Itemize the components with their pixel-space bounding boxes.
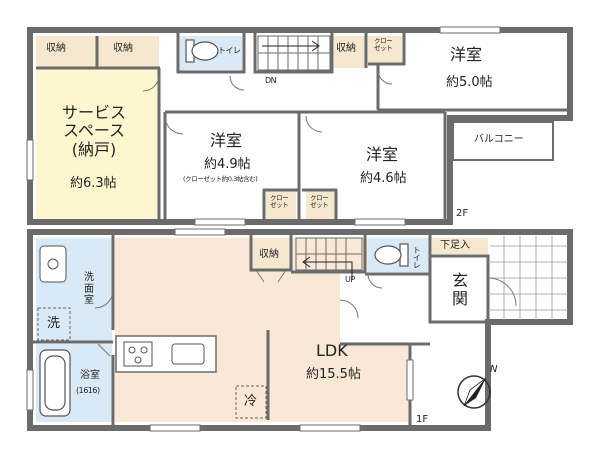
wall-2f-outer [27,27,573,225]
window-2f-c [194,218,246,226]
storage-1f-fill [253,238,289,270]
floor-1 [26,228,573,432]
bathtub-icon [39,349,71,417]
entrance-fill [432,256,488,322]
ldk-name: LDK [316,341,348,360]
wall-2f-stair [253,33,334,74]
window-1f-e [149,424,201,432]
door-ldk [339,299,359,319]
door-bath [97,343,111,357]
door-room-c [164,115,184,135]
sink-icon [171,343,205,365]
service-space-label: サービス スペース (納戸) [62,103,127,159]
door-entrance [487,277,517,307]
closet-a-fill [266,190,296,220]
room-center-name: 洋室 [210,131,243,150]
room-ne-name: 洋室 [450,45,483,64]
door-room-e [305,115,323,133]
window-1f-c [299,424,361,432]
hall-2f-fill [170,72,380,112]
stair-2f-dir: DN [265,76,277,85]
service-space-size: 約6.3帖 [70,176,117,191]
door-storage-1f [255,269,287,283]
porch-tiles [490,236,568,320]
compass [457,375,491,409]
wall-1f-storage [249,235,293,272]
ldk-size: 約15.5帖 [306,367,361,382]
service-space-fill [36,68,159,220]
storage-left-2-label: 収納 [113,43,133,54]
fridge-label: 冷 [244,394,258,409]
stair-2f-arrow [262,40,320,52]
storage-mid-fill [334,36,366,68]
wall-2f-closet-b [302,188,338,220]
wall-2f-toilet [176,33,246,74]
stair-1f-arrow [302,256,353,280]
bathroom-size: (1616) [76,386,100,395]
window-1f-b [26,369,34,411]
storage-mid-label: 収納 [336,43,356,54]
toilet-fixture-2f [185,39,219,63]
window-2f-a [439,26,501,34]
wall-2f-closet-top [368,33,406,66]
entrance-label: 玄関 [452,271,469,309]
compass-north-label: N [490,364,498,375]
wall-1f-stair [291,235,367,274]
floor-2-label: 2F [456,208,469,219]
door-service [142,74,160,92]
door-ne [377,69,393,85]
toilet-2f-label: トイレ [218,46,241,55]
stair-1f-dir: UP [345,275,355,284]
room-east-name: 洋室 [366,145,399,164]
room-center-note: (クローゼット約0.3帖含む) [183,175,258,183]
washer-label: 洗 [47,316,61,331]
wall-2f-closet-a [262,188,298,220]
washbasin-icon [39,245,67,283]
washroom-label: 洗面室 [84,272,94,306]
storage-left-1-label: 収納 [46,43,66,54]
closet-b-label: クローゼット [310,194,329,210]
wall-1f-entrance-left [428,274,488,324]
shoe-storage-fill [432,238,488,254]
closet-a-label: クローゼット [270,194,289,210]
washer-space [37,307,71,341]
window-2f-d [354,218,406,226]
room-ne-size: 約5.0帖 [446,75,493,90]
wall-1f-entrance [430,254,490,322]
window-2f-b [26,139,34,181]
balcony-rail [452,121,554,161]
balcony-label: バルコニー [474,134,524,145]
closet-top-label: クローゼット [374,37,393,53]
door-2f-hall [229,75,245,91]
floor-2 [26,26,573,226]
toilet-1f-label: トイレ [412,246,422,269]
window-1f-a [174,228,226,236]
stove-icon [123,341,153,367]
room-center-size: 約4.9帖 [204,157,251,172]
hall-1f-fill [340,272,430,342]
door-wash [94,289,114,309]
window-1f-d [406,359,414,401]
floor-1-label: 1F [416,414,429,425]
fridge-space [235,385,267,419]
toilet-fixture-1f [374,243,409,267]
shoe-storage-label: 下足入 [440,240,470,251]
closet-top-fill [368,36,402,64]
closet-b-fill [306,190,336,220]
bathroom-name: 浴室 [80,370,100,381]
storage-1f-label: 収納 [259,249,279,260]
room-east-size: 約4.6帖 [360,171,407,186]
door-toilet-1f [367,273,383,289]
